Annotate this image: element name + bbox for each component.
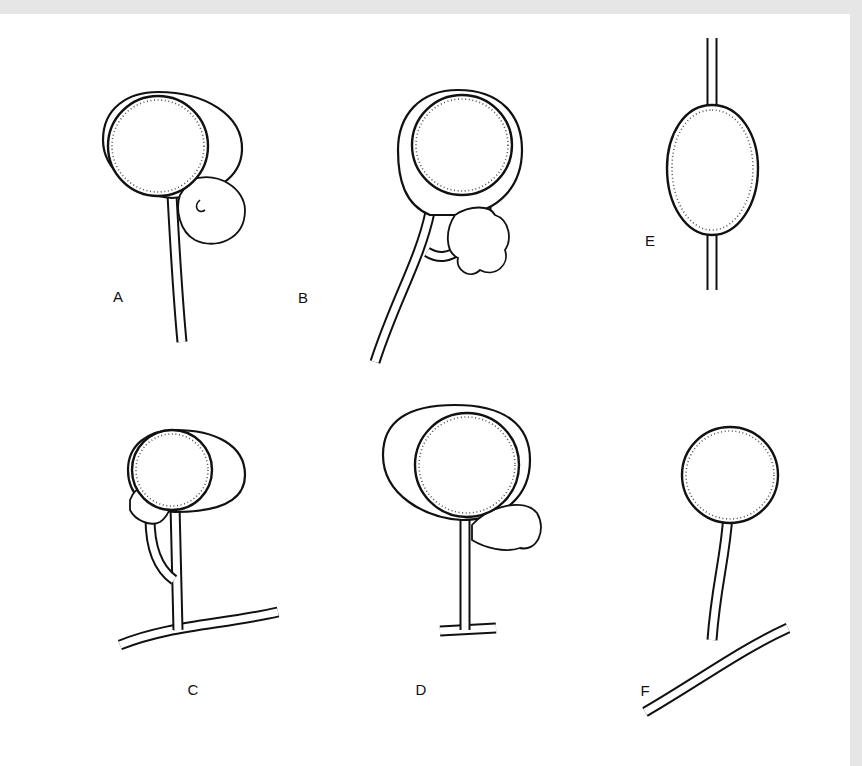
panel-letter: C [188,681,199,698]
paper-sheet [0,14,850,766]
panel-letter: B [298,289,308,306]
oogonium-d [383,405,541,631]
panel-letter: F [640,682,649,699]
oogonium-b [375,90,522,362]
intercalary-swelling-e [667,38,758,290]
oogonium-c [120,430,278,645]
panel-letter: E [645,232,655,249]
oogonium-a [103,92,245,342]
oogonium-f [645,427,788,712]
panel-letter: D [416,681,427,698]
panel-letter: A [113,288,123,305]
